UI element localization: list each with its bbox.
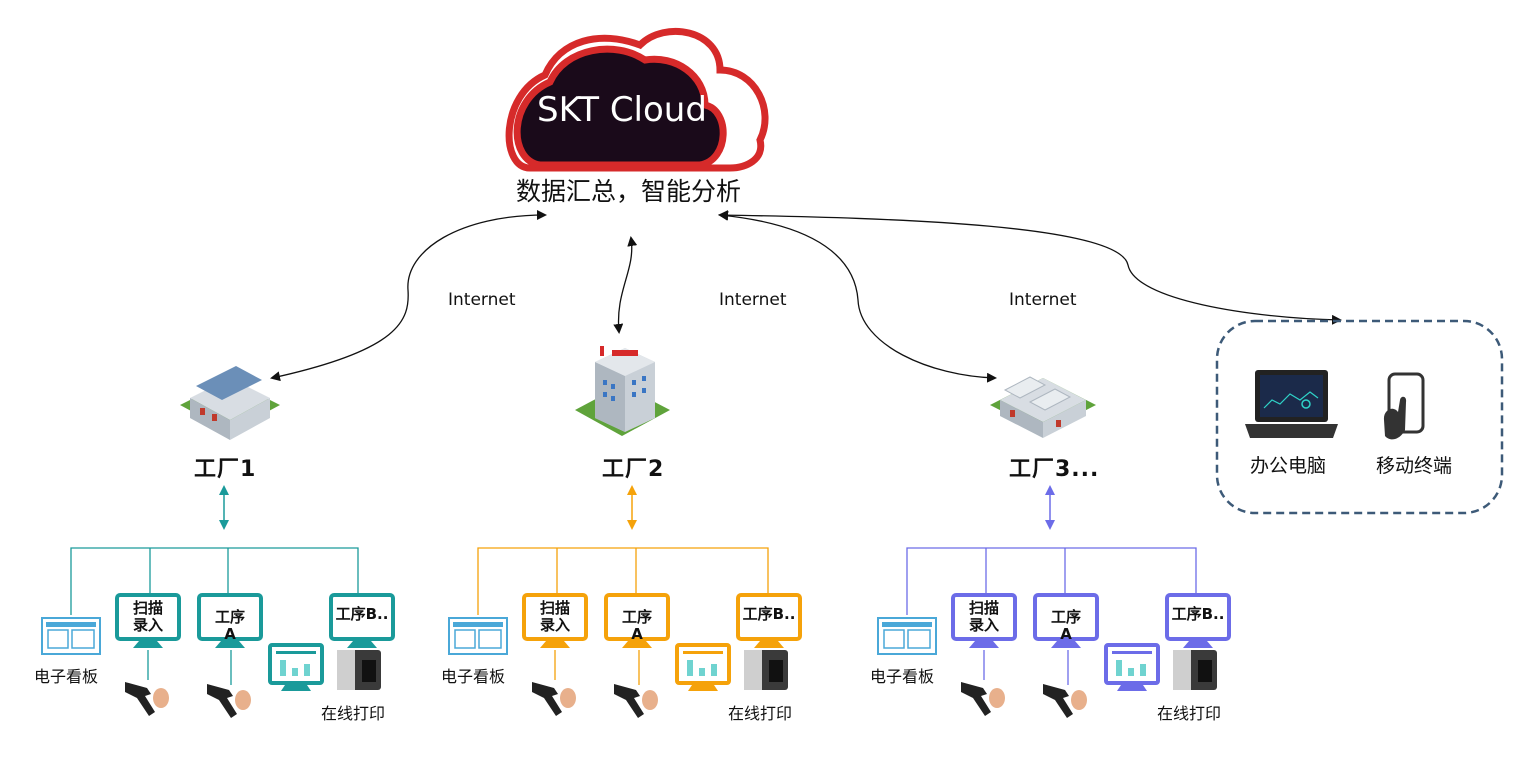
- board-icon: [41, 617, 101, 655]
- board-label: 电子看板: [34, 667, 99, 686]
- scan-label: 扫描 录入: [968, 599, 999, 634]
- proc-b-label: 工序B..: [742, 605, 796, 623]
- factory-1-devices: [41, 593, 395, 718]
- board-icon: [877, 617, 937, 655]
- laptop-icon: [1245, 370, 1338, 438]
- proc-a-monitor: [604, 593, 670, 648]
- scan-monitor: [115, 593, 181, 648]
- factory-2-icon: [575, 346, 670, 436]
- printer-icon: [337, 650, 381, 690]
- mobile-label: 移动终端: [1376, 455, 1453, 477]
- dashboard-monitor-icon: [675, 643, 731, 691]
- factory-3-name: 工厂3...: [1009, 457, 1100, 482]
- proc-a-label: 工序 A: [621, 608, 652, 643]
- factory-3-bus: [906, 547, 1197, 685]
- internet-label-3: Internet: [1009, 290, 1077, 310]
- cloud-title: SKT Cloud: [537, 90, 707, 130]
- proc-b-monitor: [736, 593, 802, 648]
- link-factory2: [613, 236, 638, 334]
- scan-monitor: [951, 593, 1017, 648]
- dashboard-monitor-icon: [1104, 643, 1160, 691]
- proc-a-label: 工序 A: [214, 608, 245, 643]
- printer-icon: [1173, 650, 1217, 690]
- dashboard-monitor-icon: [268, 643, 324, 691]
- print-label: 在线打印: [728, 704, 793, 723]
- proc-a-label: 工序 A: [1050, 608, 1081, 643]
- barcode-scanner-icon: [614, 684, 658, 718]
- board-label: 电子看板: [441, 667, 506, 686]
- printer-icon: [744, 650, 788, 690]
- barcode-scanner-icon: [1043, 684, 1087, 718]
- factory-2-name: 工厂2: [602, 457, 665, 482]
- print-label: 在线打印: [1157, 704, 1222, 723]
- barcode-scanner-icon: [125, 682, 169, 716]
- proc-a-monitor: [1033, 593, 1099, 648]
- cloud-icon: [505, 27, 769, 172]
- cloud-tagline: 数据汇总，智能分析: [516, 177, 742, 206]
- proc-b-monitor: [329, 593, 395, 648]
- factory-1-bus: [70, 547, 359, 685]
- scan-monitor: [522, 593, 588, 648]
- barcode-scanner-icon: [532, 682, 576, 716]
- internet-label-2: Internet: [719, 290, 787, 310]
- proc-b-label: 工序B..: [335, 605, 389, 623]
- factory-2-devices: [448, 593, 802, 718]
- link-terminals: [718, 210, 1342, 325]
- internet-label-1: Internet: [448, 290, 516, 310]
- proc-a-monitor: [197, 593, 263, 648]
- factory-1-name: 工厂1: [194, 457, 257, 482]
- factory-3-icon: [990, 376, 1096, 438]
- board-icon: [448, 617, 508, 655]
- link-factory1: [270, 210, 547, 382]
- print-label: 在线打印: [321, 704, 386, 723]
- proc-b-label: 工序B..: [1171, 605, 1225, 623]
- board-label: 电子看板: [870, 667, 935, 686]
- barcode-scanner-icon: [207, 684, 251, 718]
- factory-2-bus: [477, 547, 769, 685]
- factory-1-icon: [180, 366, 280, 440]
- terminals-box: [1215, 319, 1504, 515]
- barcode-scanner-icon: [961, 682, 1005, 716]
- mobile-icon: [1383, 372, 1425, 440]
- proc-b-monitor: [1165, 593, 1231, 648]
- scan-label: 扫描 录入: [132, 599, 163, 634]
- factory-3-devices: [877, 593, 1231, 718]
- office-pc-label: 办公电脑: [1250, 455, 1327, 477]
- scan-label: 扫描 录入: [539, 599, 570, 634]
